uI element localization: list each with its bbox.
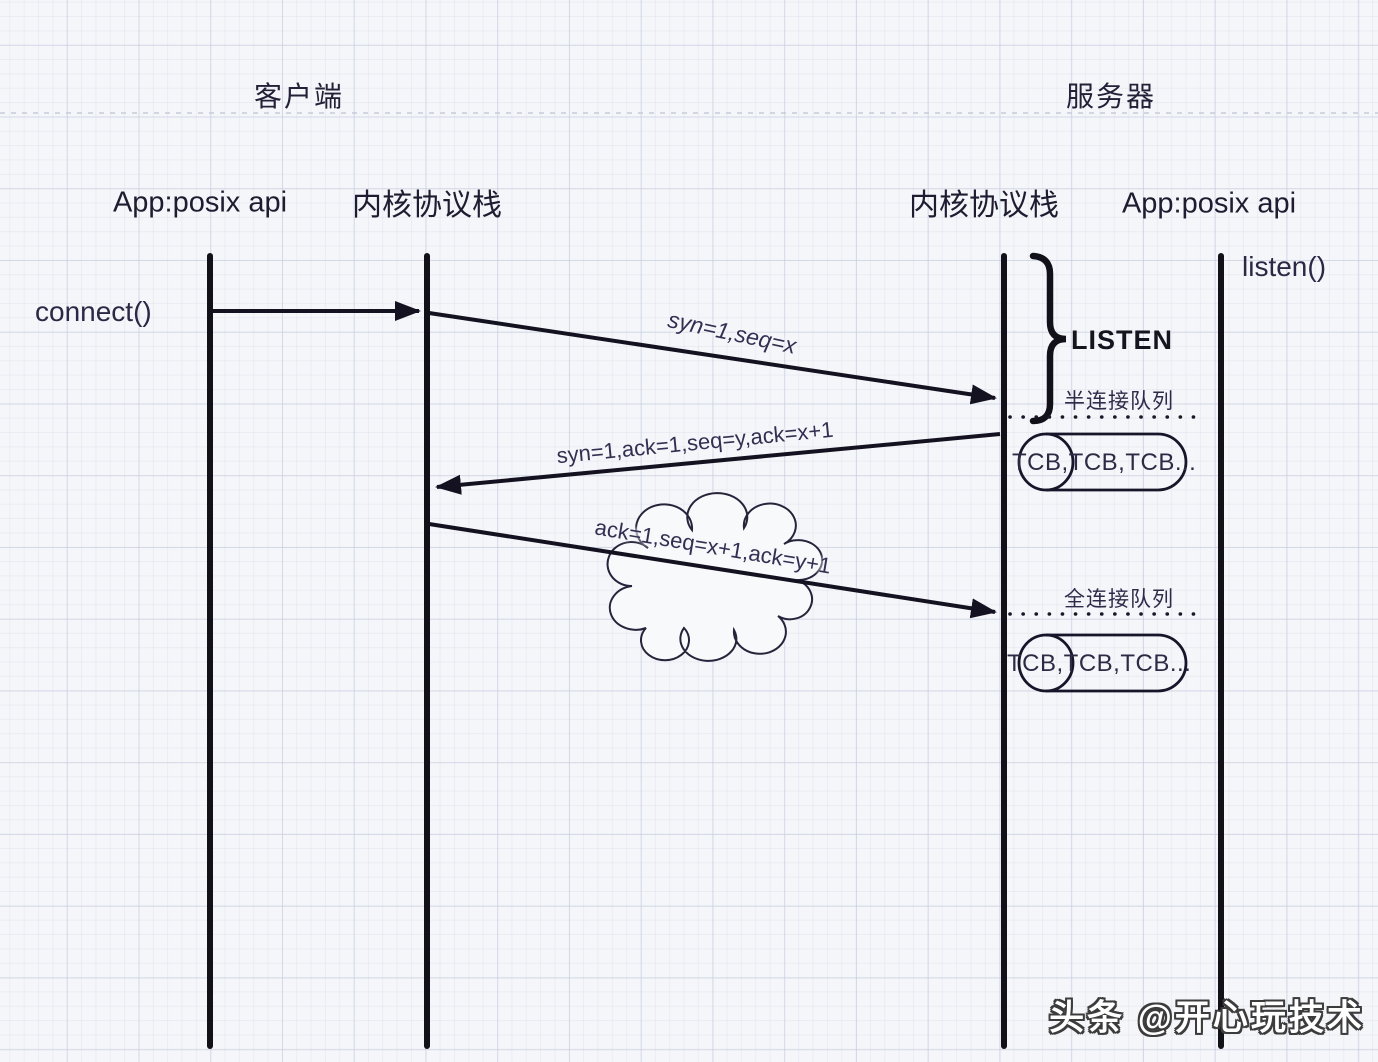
- full-queue-content: TCB,TCB,TCB...: [1007, 650, 1192, 677]
- half-queue-label: 半连接队列: [1064, 390, 1174, 413]
- server-app-column-label: App:posix api: [1121, 187, 1297, 220]
- client-section-title: 客户端: [253, 81, 345, 112]
- listen-brace: [1029, 252, 1067, 425]
- client-kernel-column-label: 内核协议栈: [352, 189, 502, 222]
- syn-arrow: [428, 311, 997, 405]
- listen-state-label: LISTEN: [1071, 325, 1174, 355]
- syn-ack-arrow: [435, 432, 1001, 495]
- half-queue-content: TCB,TCB,TCB...: [1012, 449, 1197, 476]
- server-kernel-column-label: 内核协议栈: [909, 189, 1059, 222]
- connect-call-label: connect(): [35, 296, 152, 327]
- network-cloud-shape: [606, 492, 824, 662]
- full-queue-cylinder: [1017, 633, 1188, 693]
- half-queue-cylinder: [1017, 432, 1188, 492]
- listen-call-label: listen(): [1242, 251, 1327, 282]
- ack-arrow: [428, 522, 997, 619]
- server-section-title: 服务器: [1065, 81, 1157, 112]
- watermark-text: 头条 @开心玩技术: [1049, 998, 1365, 1038]
- full-queue-label: 全连接队列: [1064, 588, 1174, 611]
- client-app-column-label: App:posix api: [112, 186, 288, 219]
